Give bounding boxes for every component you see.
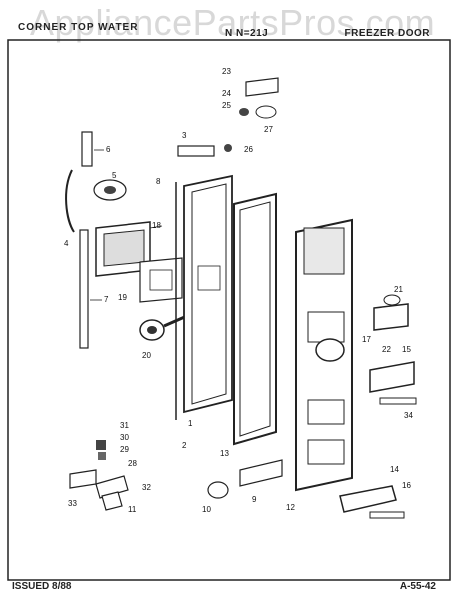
header-section-title: FREEZER DOOR: [344, 28, 430, 39]
callout-34: 34: [404, 411, 413, 420]
callout-2: 2: [182, 441, 187, 450]
part-11-pin: [101, 491, 123, 511]
callout-5: 5: [112, 171, 117, 180]
callout-30: 30: [120, 433, 129, 442]
callout-29: 29: [120, 445, 129, 454]
callout-32: 32: [142, 483, 151, 492]
part-3-hinge: [177, 145, 215, 157]
callout-31: 31: [120, 421, 129, 430]
part-7-strip: [79, 229, 89, 349]
callout-17: 17: [362, 335, 371, 344]
callout-9: 9: [252, 495, 257, 504]
callout-1: 1: [188, 419, 193, 428]
callout-28: 28: [128, 459, 137, 468]
part-17-motor: [315, 338, 345, 362]
callout-14: 14: [390, 465, 399, 474]
callout-21: 21: [394, 285, 403, 294]
callout-12: 12: [286, 503, 295, 512]
part-23-bracket: [245, 77, 279, 97]
watermark: AppliancePartsPros.com: [30, 2, 436, 43]
callout-7: 7: [104, 295, 109, 304]
callout-8: 8: [156, 177, 161, 186]
part-27-plate: [255, 105, 277, 119]
callout-13: 13: [220, 449, 229, 458]
header-model: CORNER TOP WATER: [18, 22, 139, 33]
part-28-bracket: [95, 475, 129, 499]
part-4-cable: [65, 169, 75, 233]
issued-date: ISSUED 8/88: [12, 581, 72, 592]
part-30-washer: [98, 452, 106, 460]
callout-25: 25: [222, 101, 231, 110]
callout-15: 15: [402, 345, 411, 354]
part-14-bin: [339, 485, 397, 513]
part-24-screw: [239, 108, 249, 116]
callout-33: 33: [68, 499, 77, 508]
part-22-bracket: [373, 303, 409, 331]
part-19-plate: [139, 257, 183, 303]
callout-10: 10: [202, 505, 211, 514]
callout-16: 16: [402, 481, 411, 490]
part-15-bin: [369, 361, 415, 393]
callout-27: 27: [264, 125, 273, 134]
callout-24: 24: [222, 89, 231, 98]
callout-6: 6: [106, 145, 111, 154]
part-21-clip: [383, 294, 401, 306]
part-9-trim: [239, 459, 283, 487]
part-26-screw: [224, 144, 232, 152]
part-16-strip: [369, 511, 405, 519]
diagram-code: A-55-42: [399, 581, 436, 592]
diagram-border: [7, 39, 451, 581]
callout-18: 18: [152, 221, 161, 230]
callout-11: 11: [128, 505, 137, 514]
part-1-door-panel: [183, 174, 233, 414]
part-31-screw: [96, 440, 106, 450]
callout-23: 23: [222, 67, 231, 76]
callout-19: 19: [118, 293, 127, 302]
header-series: N N=21J: [225, 28, 269, 39]
part-10-cap: [207, 481, 229, 499]
callout-26: 26: [244, 145, 253, 154]
callout-4: 4: [64, 239, 69, 248]
part-5-clip-center: [104, 186, 116, 194]
part-6-strip: [81, 131, 93, 167]
callout-22: 22: [382, 345, 391, 354]
part-34-strip: [379, 397, 417, 405]
part-13-gasket: [233, 192, 277, 446]
callout-20: 20: [142, 351, 151, 360]
callout-3: 3: [182, 131, 187, 140]
part-33-hinge: [69, 469, 97, 489]
